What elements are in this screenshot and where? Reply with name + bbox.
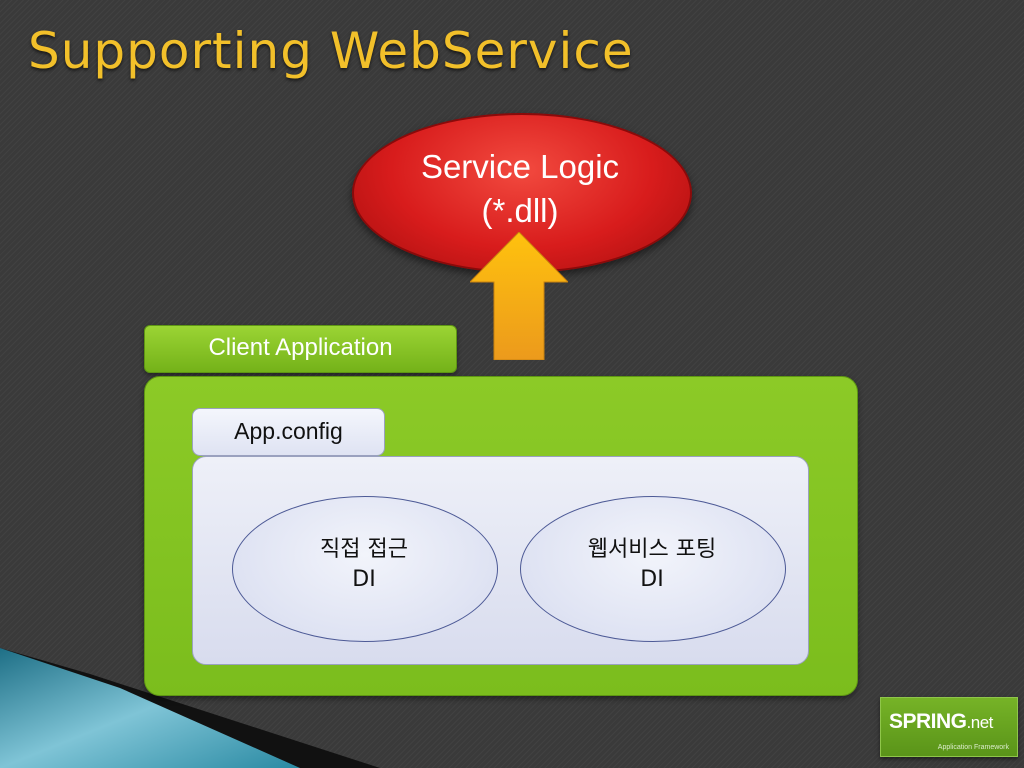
corner-decoration — [0, 648, 380, 768]
webservice-porting-line2: DI — [640, 567, 664, 592]
logo-tagline: Application Framework — [937, 744, 1009, 751]
service-logic-line2: (*.dll) — [481, 192, 559, 229]
direct-access-ellipse — [232, 496, 498, 642]
slide-title: Supporting WebService — [28, 22, 634, 80]
app-config-label: App.config — [192, 408, 385, 456]
webservice-porting-ellipse — [520, 496, 786, 642]
direct-access-line2: DI — [352, 567, 376, 592]
spring-net-logo: SPRING.net Application Framework — [880, 697, 1018, 757]
direct-access-label: 직접 접근 DI — [232, 535, 496, 595]
client-application-label: Client Application — [144, 325, 457, 373]
service-logic-label: Service Logic (*.dll) — [352, 145, 688, 233]
logo-brand: SPRING — [889, 710, 967, 733]
webservice-porting-label: 웹서비스 포팅 DI — [520, 535, 784, 595]
service-logic-line1: Service Logic — [420, 148, 620, 185]
up-arrow-icon — [470, 232, 568, 360]
logo-suffix: .net — [966, 713, 994, 732]
direct-access-line1: 직접 접근 — [320, 537, 408, 562]
logo-wordmark: SPRING.net — [889, 710, 993, 734]
webservice-porting-line1: 웹서비스 포팅 — [587, 537, 717, 562]
